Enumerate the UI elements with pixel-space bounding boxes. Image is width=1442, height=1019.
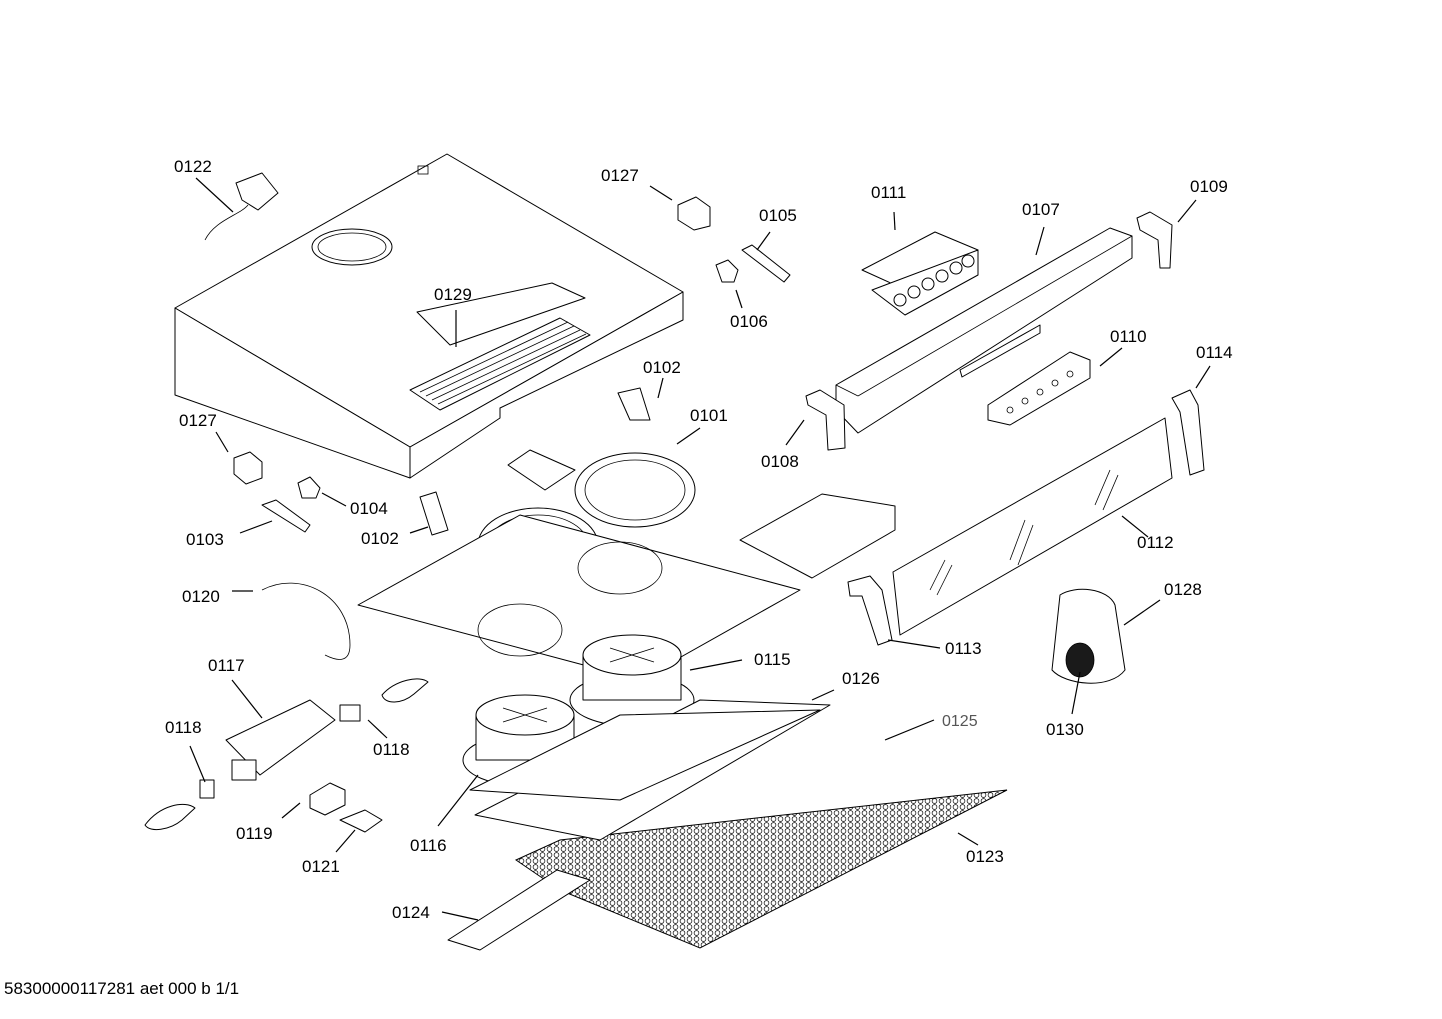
callout-0116: 0116 — [410, 836, 447, 855]
power-cable — [204, 172, 279, 241]
callout-0106: 0106 — [730, 312, 768, 331]
callout-0127-top: 0127 — [601, 166, 639, 185]
callout-0125: 0125 — [942, 713, 978, 730]
document-footer: 58300000117281 aet 000 b 1/1 — [4, 979, 240, 998]
callout-0115: 0115 — [754, 650, 791, 669]
service-bag — [1051, 588, 1126, 684]
callout-0130: 0130 — [1046, 720, 1084, 739]
small-clips-left — [233, 387, 651, 536]
callout-0102-left: 0102 — [361, 529, 399, 548]
callout-0117: 0117 — [208, 656, 245, 675]
callout-0102-top: 0102 — [643, 358, 681, 377]
callout-0120: 0120 — [182, 587, 220, 606]
callout-0105: 0105 — [759, 206, 797, 225]
callout-labels: 0122 0127 0105 0111 0107 0109 0129 0106 … — [165, 157, 1233, 922]
callout-0107: 0107 — [1022, 200, 1060, 219]
callout-0118-right: 0118 — [373, 740, 410, 759]
callout-0103: 0103 — [186, 530, 224, 549]
front-panel — [835, 227, 1133, 434]
base-plate — [357, 514, 801, 681]
callout-0118-left: 0118 — [165, 718, 202, 737]
glass-visor — [892, 417, 1173, 636]
fan-motor-upper — [569, 634, 695, 727]
hood-housing — [174, 153, 684, 479]
callout-0121: 0121 — [302, 857, 340, 876]
callout-0110: 0110 — [1110, 327, 1147, 346]
callout-0104: 0104 — [350, 499, 388, 518]
callout-0122: 0122 — [174, 157, 212, 176]
callout-0128: 0128 — [1164, 580, 1202, 599]
callout-0114: 0114 — [1196, 343, 1233, 362]
callout-0112: 0112 — [1137, 533, 1174, 552]
end-cap-right — [1136, 211, 1173, 269]
switch-carrier — [987, 351, 1091, 426]
leader-lines — [189, 177, 1211, 921]
callout-0126: 0126 — [842, 669, 880, 688]
callout-0123: 0123 — [966, 847, 1004, 866]
callout-0113: 0113 — [945, 639, 982, 658]
visor-arm-left — [847, 575, 893, 646]
callout-0101: 0101 — [690, 406, 728, 425]
callout-0119: 0119 — [236, 824, 273, 843]
terminal-block — [309, 782, 346, 816]
deflector-plate — [739, 493, 896, 579]
microswitch — [715, 259, 739, 283]
callout-0111: 0111 — [871, 183, 906, 202]
label-plate-0129 — [416, 282, 586, 346]
visor-arm-right — [1171, 389, 1205, 476]
callout-0127-left: 0127 — [179, 411, 217, 430]
callout-0129: 0129 — [434, 285, 472, 304]
wiring-loop — [261, 582, 351, 660]
filter-sheet — [469, 699, 831, 841]
bulb-right — [339, 678, 429, 722]
switch-lever — [741, 244, 791, 283]
callout-0109: 0109 — [1190, 177, 1228, 196]
clip-top — [677, 196, 711, 231]
bulb-left — [144, 779, 215, 831]
filter-strip — [447, 869, 591, 951]
callout-0108: 0108 — [761, 452, 799, 471]
lamp-holder — [225, 699, 336, 781]
callout-0124: 0124 — [392, 903, 430, 922]
end-cap-left — [805, 389, 846, 451]
terminal-cover — [339, 809, 383, 833]
control-module — [861, 231, 979, 316]
